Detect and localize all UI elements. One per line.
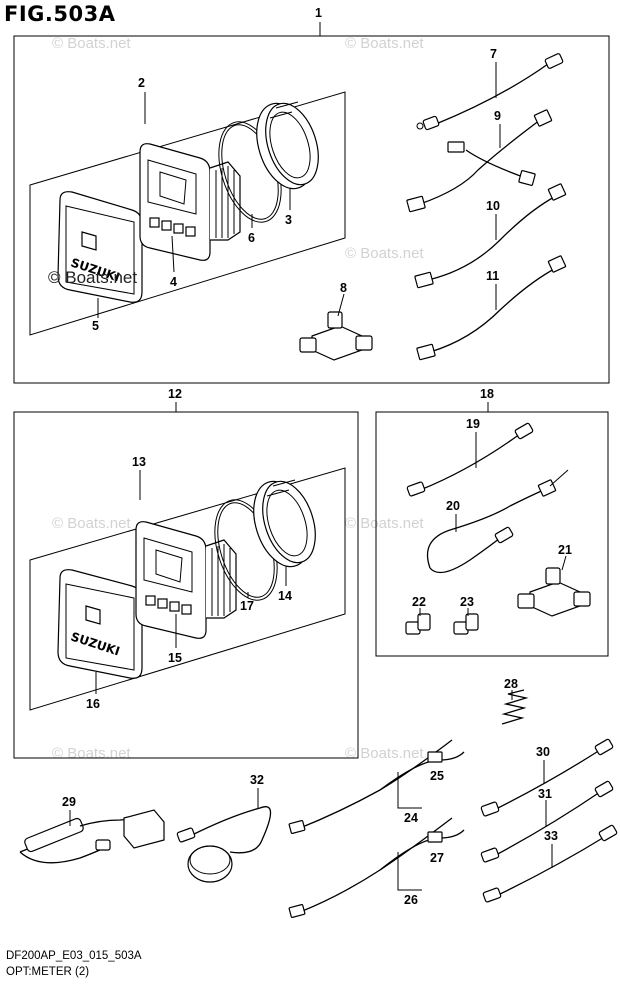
- callout-19: 19: [466, 417, 480, 431]
- callout-32: 32: [250, 773, 264, 787]
- sensor-part-29: [19, 809, 165, 864]
- gauge-cover-part-5: SUZUKI: [57, 191, 143, 303]
- callout-15: 15: [168, 651, 182, 665]
- terminator-part-22: [405, 613, 431, 635]
- watermark-text: © Boats.net: [345, 745, 424, 762]
- callout-23: 23: [460, 595, 474, 609]
- watermark-text: © Boats.net: [345, 35, 424, 52]
- cable-part-31: [480, 780, 614, 863]
- callout-16: 16: [86, 697, 100, 711]
- callout-20: 20: [446, 499, 460, 513]
- leader-bracket: [397, 772, 422, 809]
- callout-31: 31: [538, 787, 552, 801]
- callout-4: 4: [170, 275, 177, 289]
- watermark-text: © Boats.net: [52, 35, 131, 52]
- callout-30: 30: [536, 745, 550, 759]
- callout-2: 2: [138, 76, 145, 90]
- callout-5: 5: [92, 319, 99, 333]
- callout-11: 11: [486, 269, 499, 283]
- t-connector-part-21: [517, 567, 591, 617]
- harness-part-26: [288, 817, 465, 919]
- mounting-nut-part-14: [253, 479, 316, 568]
- terminator-part-23: [453, 613, 479, 635]
- leader-line: [337, 293, 345, 317]
- callout-17: 17: [240, 599, 254, 613]
- leader-line: [561, 555, 567, 571]
- harness-part-9: [406, 109, 553, 213]
- callout-12: 12: [168, 387, 182, 401]
- callout-10: 10: [486, 199, 500, 213]
- callout-7: 7: [490, 47, 497, 61]
- callout-28: 28: [504, 677, 518, 691]
- watermark-text: © Boats.net: [48, 268, 138, 287]
- gauge-body-part-15: [135, 521, 237, 639]
- callout-1: 1: [315, 6, 322, 20]
- t-connector-part-8: [299, 311, 373, 361]
- callout-26: 26: [404, 893, 418, 907]
- watermark-text: © Boats.net: [52, 515, 131, 532]
- callout-14: 14: [278, 589, 292, 603]
- watermark-text: © Boats.net: [52, 745, 131, 762]
- gauge-body-part-4: [139, 143, 241, 261]
- leader-line: [171, 235, 175, 273]
- harness-part-24: [288, 739, 465, 835]
- spring-part-28: [501, 689, 529, 725]
- callout-27: 27: [430, 851, 444, 865]
- callout-18: 18: [480, 387, 494, 401]
- group-1-frame: [13, 35, 610, 384]
- group-12-frame: [13, 411, 359, 759]
- group-18-frame: [375, 411, 609, 657]
- callout-3: 3: [285, 213, 292, 227]
- callout-6: 6: [248, 231, 255, 245]
- cable-part-19: [406, 422, 534, 497]
- gauge-cover-part-16: SUZUKI: [57, 569, 143, 679]
- callout-9: 9: [494, 109, 501, 123]
- watermark-text: © Boats.net: [345, 515, 424, 532]
- group-2-frame: [29, 91, 346, 336]
- cable-part-20: [426, 469, 569, 574]
- callout-21: 21: [558, 543, 572, 557]
- gps-puck-part-32: [176, 806, 272, 883]
- figure-title: FIG.503A: [4, 2, 116, 26]
- model-code-label: DF200AP_E03_015_503A: [6, 950, 142, 962]
- callout-25: 25: [430, 769, 444, 783]
- mounting-nut-part-3: [256, 101, 319, 190]
- callout-13: 13: [132, 455, 146, 469]
- callout-8: 8: [340, 281, 347, 295]
- cable-part-11: [416, 255, 567, 361]
- cable-part-30: [480, 738, 614, 817]
- leader-bracket: [397, 852, 422, 891]
- callout-33: 33: [544, 829, 558, 843]
- callout-24: 24: [404, 811, 418, 825]
- cable-part-10: [414, 183, 567, 289]
- watermark-text: © Boats.net: [345, 245, 424, 262]
- group-13-frame: [29, 467, 346, 711]
- section-name-label: OPT:METER (2): [6, 966, 90, 978]
- callout-22: 22: [412, 595, 426, 609]
- callout-29: 29: [62, 795, 76, 809]
